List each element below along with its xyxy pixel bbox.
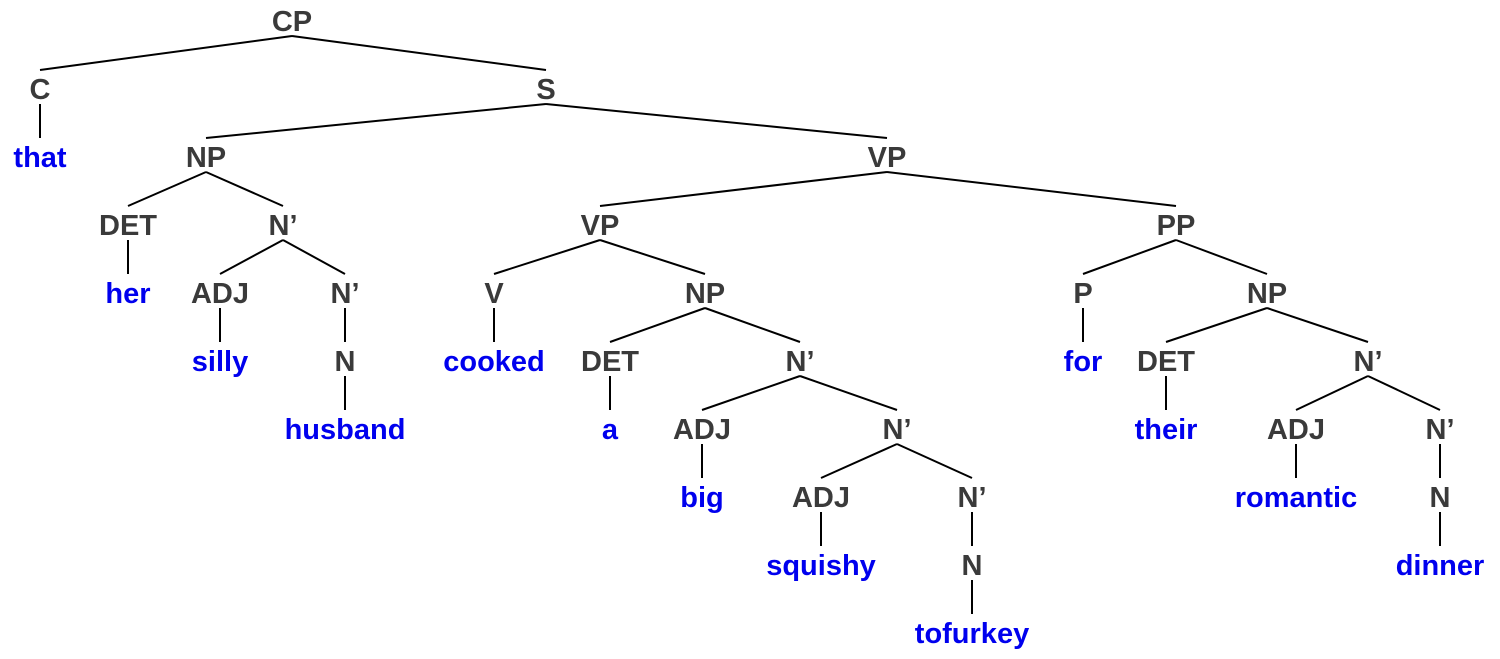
node-n-bar: N’ <box>331 278 360 310</box>
node-np: NP <box>1247 278 1287 310</box>
node-np: NP <box>685 278 725 310</box>
branch-line <box>39 35 293 71</box>
branch-line <box>205 103 547 139</box>
word-her: her <box>105 278 150 310</box>
node-adj: ADJ <box>792 482 850 514</box>
node-n-bar: N’ <box>1426 414 1455 446</box>
node-cp: CP <box>272 6 312 38</box>
node-n: N <box>1430 482 1451 514</box>
node-n: N <box>962 550 983 582</box>
word-that: that <box>13 142 67 174</box>
word-tofurkey: tofurkey <box>915 618 1029 650</box>
branch-line <box>1165 307 1268 343</box>
node-v: V <box>484 278 504 310</box>
node-adj: ADJ <box>1267 414 1325 446</box>
branch-line <box>282 239 346 275</box>
branch-line <box>609 307 706 343</box>
branch-line <box>127 171 207 207</box>
branch-line <box>896 443 973 479</box>
branch-line <box>1367 375 1441 411</box>
node-s: S <box>536 74 555 106</box>
branch-line <box>1175 239 1268 275</box>
branch-line <box>1266 307 1369 343</box>
node-det: DET <box>581 346 639 378</box>
branch-line <box>205 171 284 207</box>
node-adj: ADJ <box>673 414 731 446</box>
branch-line <box>701 375 801 411</box>
branch-line <box>291 35 547 71</box>
node-adj: ADJ <box>191 278 249 310</box>
node-p: P <box>1073 278 1092 310</box>
node-det: DET <box>99 210 157 242</box>
word-big: big <box>680 482 724 514</box>
word-for: for <box>1064 346 1103 378</box>
word-cooked: cooked <box>443 346 545 378</box>
node-n-bar: N’ <box>1354 346 1383 378</box>
node-np: NP <box>186 142 226 174</box>
branch-line <box>599 239 706 275</box>
node-det: DET <box>1137 346 1195 378</box>
node-n-bar: N’ <box>269 210 298 242</box>
branch-line <box>1082 239 1177 275</box>
branch-line <box>1295 375 1369 411</box>
node-n-bar: N’ <box>786 346 815 378</box>
branch-line <box>545 103 888 139</box>
branch-line <box>886 171 1177 207</box>
node-n-bar: N’ <box>883 414 912 446</box>
node-pp: PP <box>1157 210 1196 242</box>
branch-line <box>820 443 898 479</box>
branch-line <box>599 171 888 207</box>
node-vp: VP <box>581 210 620 242</box>
branch-line <box>704 307 801 343</box>
tree-branches <box>39 35 1441 614</box>
node-c: C <box>30 74 51 106</box>
node-n: N <box>335 346 356 378</box>
branch-line <box>493 239 601 275</box>
branch-line <box>219 239 284 275</box>
word-a: a <box>602 414 619 446</box>
node-vp: VP <box>868 142 907 174</box>
word-husband: husband <box>285 414 406 446</box>
word-dinner: dinner <box>1396 550 1485 582</box>
word-romantic: romantic <box>1235 482 1357 514</box>
word-their: their <box>1135 414 1198 446</box>
tree-labels: CPCthatSNPDETherN’ADJsillyN’NhusbandVPVP… <box>13 6 1484 650</box>
word-squishy: squishy <box>766 550 876 582</box>
branch-line <box>799 375 898 411</box>
node-n-bar: N’ <box>958 482 987 514</box>
word-silly: silly <box>192 346 248 378</box>
